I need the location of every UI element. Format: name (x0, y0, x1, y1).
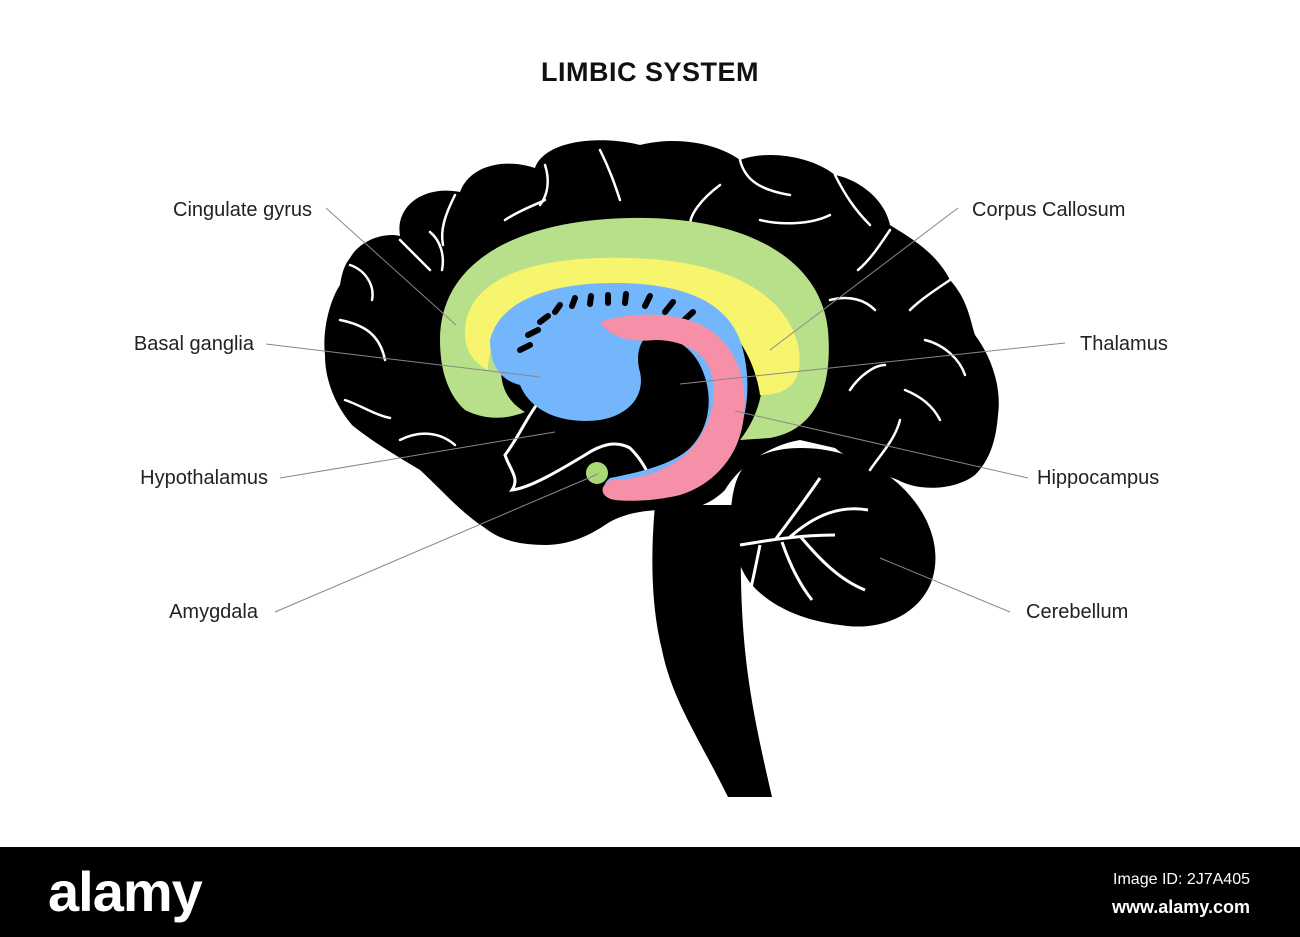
label-hippocampus: Hippocampus (1037, 467, 1160, 489)
alamy-logo: alamy (48, 860, 203, 923)
label-cingulate-gyrus: Cingulate gyrus (173, 199, 312, 221)
leader-hypothalamus (279, 431, 556, 479)
cerebrum-shape (324, 140, 999, 545)
brain-stem (652, 505, 772, 797)
cerebellum-shape (730, 448, 936, 627)
leader-amygdala (274, 473, 599, 613)
leader-basal-ganglia (265, 343, 541, 378)
brain-gyri-lines (338, 148, 967, 472)
site-url: www.alamy.com (1111, 897, 1250, 917)
leader-corpus-callosum (769, 207, 959, 351)
cerebellum-branches (739, 477, 869, 601)
diagram-title: LIMBIC SYSTEM (540, 57, 759, 87)
label-cerebellum: Cerebellum (1026, 601, 1129, 623)
leader-cerebellum (879, 557, 1011, 613)
image-id: Image ID: 2J7A405 (1113, 871, 1250, 888)
label-corpus-callosum: Corpus Callosum (972, 199, 1126, 221)
fornix-stripes (517, 291, 696, 353)
label-basal-ganglia: Basal ganglia (133, 333, 254, 355)
leader-hippocampus (734, 410, 1029, 479)
label-hypothalamus: Hypothalamus (140, 467, 268, 489)
leader-cingulate-gyrus (325, 207, 457, 326)
hypothalamus-outline (503, 399, 654, 492)
label-thalamus: Thalamus (1080, 333, 1168, 355)
footer-bar: alamy Image ID: 2J7A405 www.alamy.com (0, 847, 1300, 937)
leader-thalamus (679, 342, 1066, 385)
label-amygdala: Amygdala (169, 601, 258, 623)
amygdala-shape (586, 462, 608, 484)
leader-lines (265, 207, 1066, 613)
hippocampus-shape (600, 314, 745, 501)
